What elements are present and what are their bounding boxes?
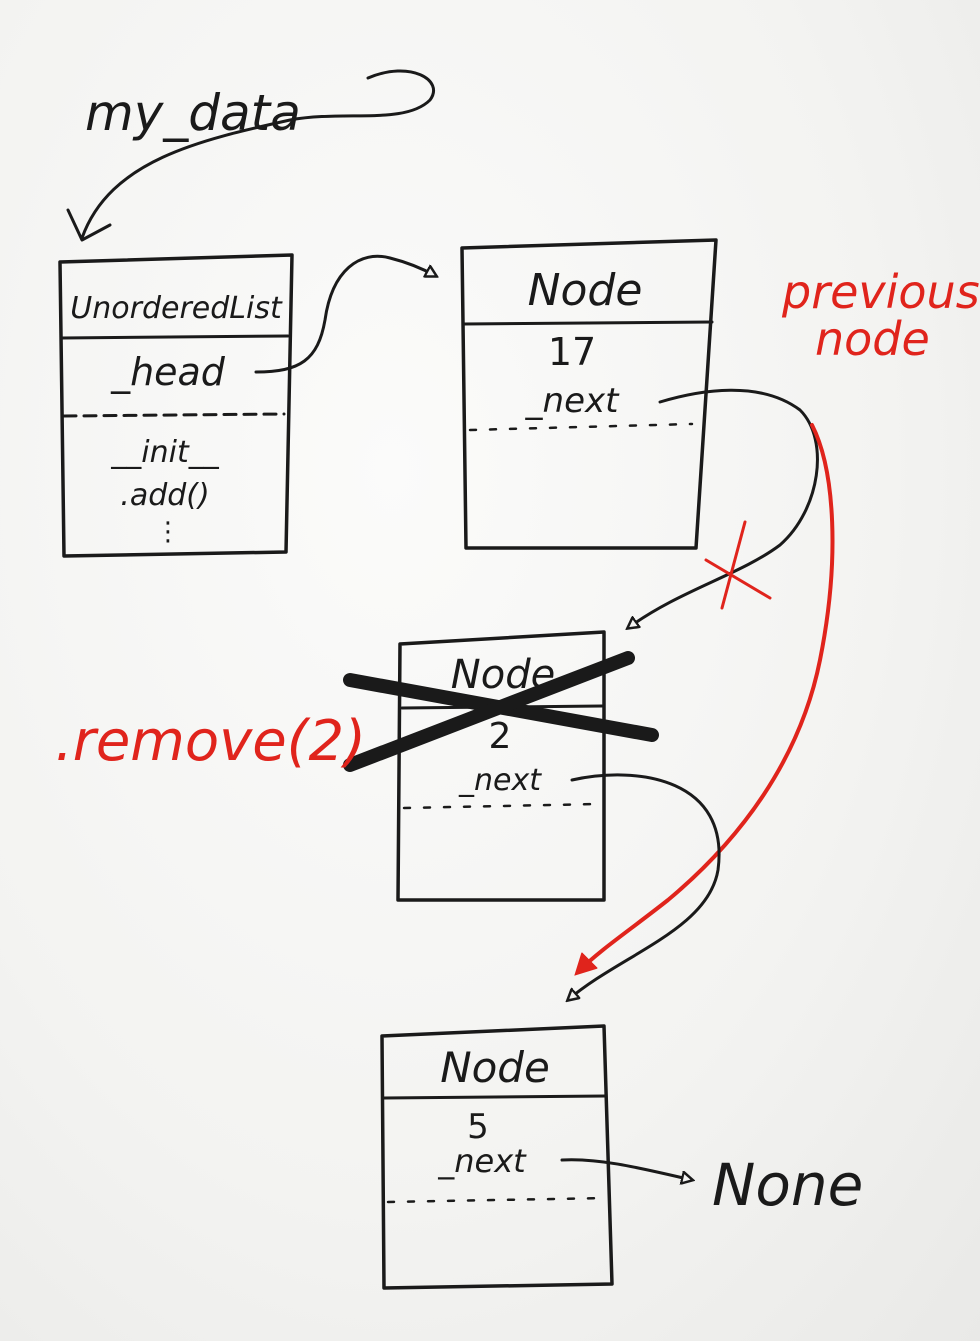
- removed-node-cross-2: [343, 651, 635, 772]
- removed-node-next-arrow: [568, 773, 721, 1000]
- previous-node-label-line-2: node: [815, 312, 930, 366]
- head-pointer-arrow: [254, 254, 436, 374]
- variable-label: my_data: [85, 84, 301, 142]
- node-17-box: Node 17 _next: [460, 238, 718, 550]
- node-17-title: Node: [528, 265, 643, 316]
- variable-reference-arrow: [80, 69, 435, 240]
- list-method-init: __init__: [110, 435, 219, 470]
- terminal-none-label: None: [712, 1151, 863, 1219]
- node-5-title: Node: [440, 1043, 550, 1092]
- node-17-value: 17: [548, 330, 596, 374]
- previous-node-label-line-1: previous: [781, 265, 980, 319]
- node-5-next-label: _next: [437, 1142, 527, 1180]
- node-2-next-label: _next: [458, 763, 542, 798]
- node-17-next-label: _next: [525, 381, 621, 421]
- remove-operation-label: .remove(2): [55, 709, 366, 774]
- unordered-list-box: UnorderedList _head __init__ .add() ⋮: [58, 253, 294, 558]
- node-2-value: 2: [489, 716, 512, 757]
- cancel-mark-stroke-1: [720, 520, 747, 610]
- list-class-title: UnorderedList: [70, 291, 283, 326]
- list-method-add: .add(): [120, 478, 209, 513]
- cancel-mark-stroke-2: [704, 558, 772, 600]
- old-next-pointer-arrow: [628, 388, 819, 628]
- node-5-box: Node 5 _next: [380, 1024, 614, 1290]
- node-2-box: Node 2 _next: [396, 630, 606, 902]
- list-more-ellipsis: ⋮: [155, 517, 181, 547]
- node-5-value: 5: [467, 1107, 489, 1147]
- variable-arrow-head: [66, 208, 112, 242]
- terminal-pointer-arrow: [560, 1158, 692, 1180]
- list-head-attribute: _head: [110, 350, 226, 394]
- new-next-pointer-arrow: [580, 423, 835, 970]
